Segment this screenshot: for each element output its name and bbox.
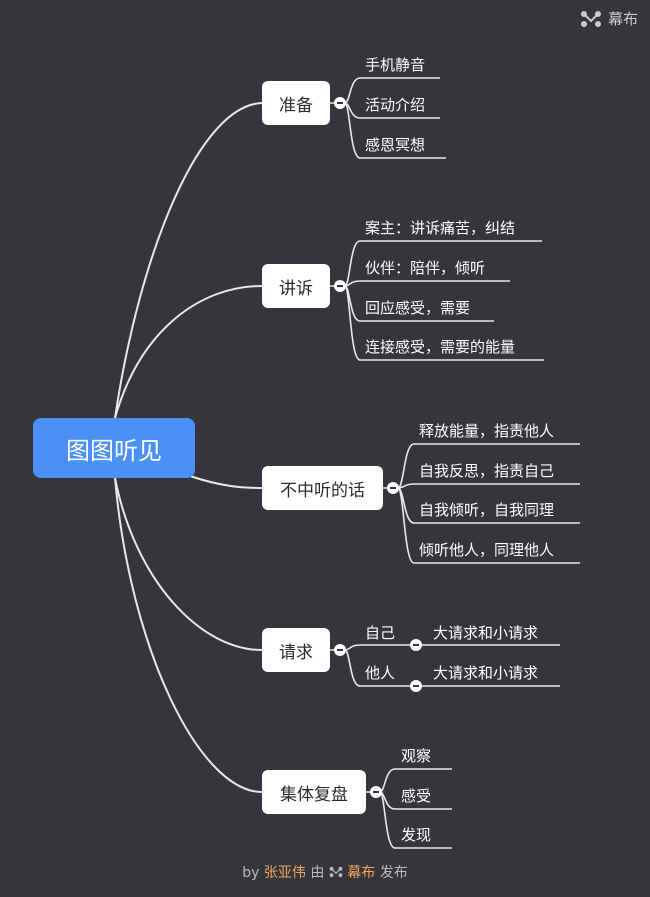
branch-node-harsh-words[interactable]: 不中听的话 xyxy=(262,466,383,510)
footer-by: by xyxy=(242,865,260,881)
leaf-item[interactable]: 手机静音 xyxy=(365,56,426,74)
leaf-item[interactable]: 释放能量，指责他人 xyxy=(419,422,555,440)
sub-leaf-item[interactable]: 大请求和小请求 xyxy=(433,624,539,642)
leaf-item[interactable]: 他人 xyxy=(365,664,396,682)
collapse-toggle-icon[interactable] xyxy=(334,644,346,656)
link-root-prep xyxy=(114,102,263,419)
brand-name: 幕布 xyxy=(607,10,638,28)
collapse-toggle-icon[interactable] xyxy=(410,639,422,651)
branch-label: 不中听的话 xyxy=(280,480,365,501)
leaf-item[interactable]: 发现 xyxy=(401,826,432,844)
leaf-item[interactable]: 倾听他人，同理他人 xyxy=(419,541,555,559)
footer-via: 由 xyxy=(310,865,325,881)
branch-node-request[interactable]: 请求 xyxy=(262,628,330,672)
leaf-item[interactable]: 观察 xyxy=(401,747,432,765)
leaf-item[interactable]: 伙伴：陪伴，倾听 xyxy=(365,259,486,277)
link-root-harsh xyxy=(189,475,263,489)
collapse-toggle-icon[interactable] xyxy=(334,97,346,109)
collapse-toggle-icon[interactable] xyxy=(370,786,382,798)
collapse-toggle-icon[interactable] xyxy=(410,680,422,692)
mubu-logo-icon xyxy=(329,866,343,878)
leaf-item[interactable]: 自我倾听，自我同理 xyxy=(419,501,555,519)
leaf-item[interactable]: 自己 xyxy=(365,624,396,642)
root-node[interactable]: 图图听见 xyxy=(33,418,195,478)
leaf-item[interactable]: 活动介绍 xyxy=(365,96,426,114)
branch-label: 讲诉 xyxy=(279,278,313,299)
footer-credit: by 张亚伟 由 幕布 发布 xyxy=(0,862,650,882)
leaf-item[interactable]: 感受 xyxy=(401,787,432,805)
leaf-item[interactable]: 自我反思，指责自己 xyxy=(419,462,555,480)
branch-label: 集体复盘 xyxy=(280,784,348,805)
branch-node-review[interactable]: 集体复盘 xyxy=(262,770,366,814)
footer-author[interactable]: 张亚伟 xyxy=(263,865,306,881)
leaf-item[interactable]: 感恩冥想 xyxy=(365,136,426,154)
leaf-item[interactable]: 连接感受，需要的能量 xyxy=(365,338,516,356)
leaf-item[interactable]: 回应感受，需要 xyxy=(365,299,471,317)
branch-node-talk[interactable]: 讲诉 xyxy=(262,264,330,308)
root-label: 图图听见 xyxy=(66,436,162,465)
leaf-item[interactable]: 案主：讲诉痛苦，纠结 xyxy=(365,219,516,237)
branch-node-prep[interactable]: 准备 xyxy=(262,81,330,125)
collapse-toggle-icon[interactable] xyxy=(334,280,346,292)
collapse-toggle-icon[interactable] xyxy=(387,482,399,494)
mubu-logo-icon xyxy=(580,10,601,27)
sub-leaf-item[interactable]: 大请求和小请求 xyxy=(433,664,539,682)
footer-publish: 发布 xyxy=(379,865,408,881)
link-root-review xyxy=(114,477,263,793)
footer-brand[interactable]: 幕布 xyxy=(347,865,376,881)
branch-label: 准备 xyxy=(279,95,313,116)
brand-header: 幕布 xyxy=(580,8,638,29)
link-root-request xyxy=(114,477,263,651)
branch-label: 请求 xyxy=(279,642,313,663)
link-root-talk xyxy=(114,285,263,419)
